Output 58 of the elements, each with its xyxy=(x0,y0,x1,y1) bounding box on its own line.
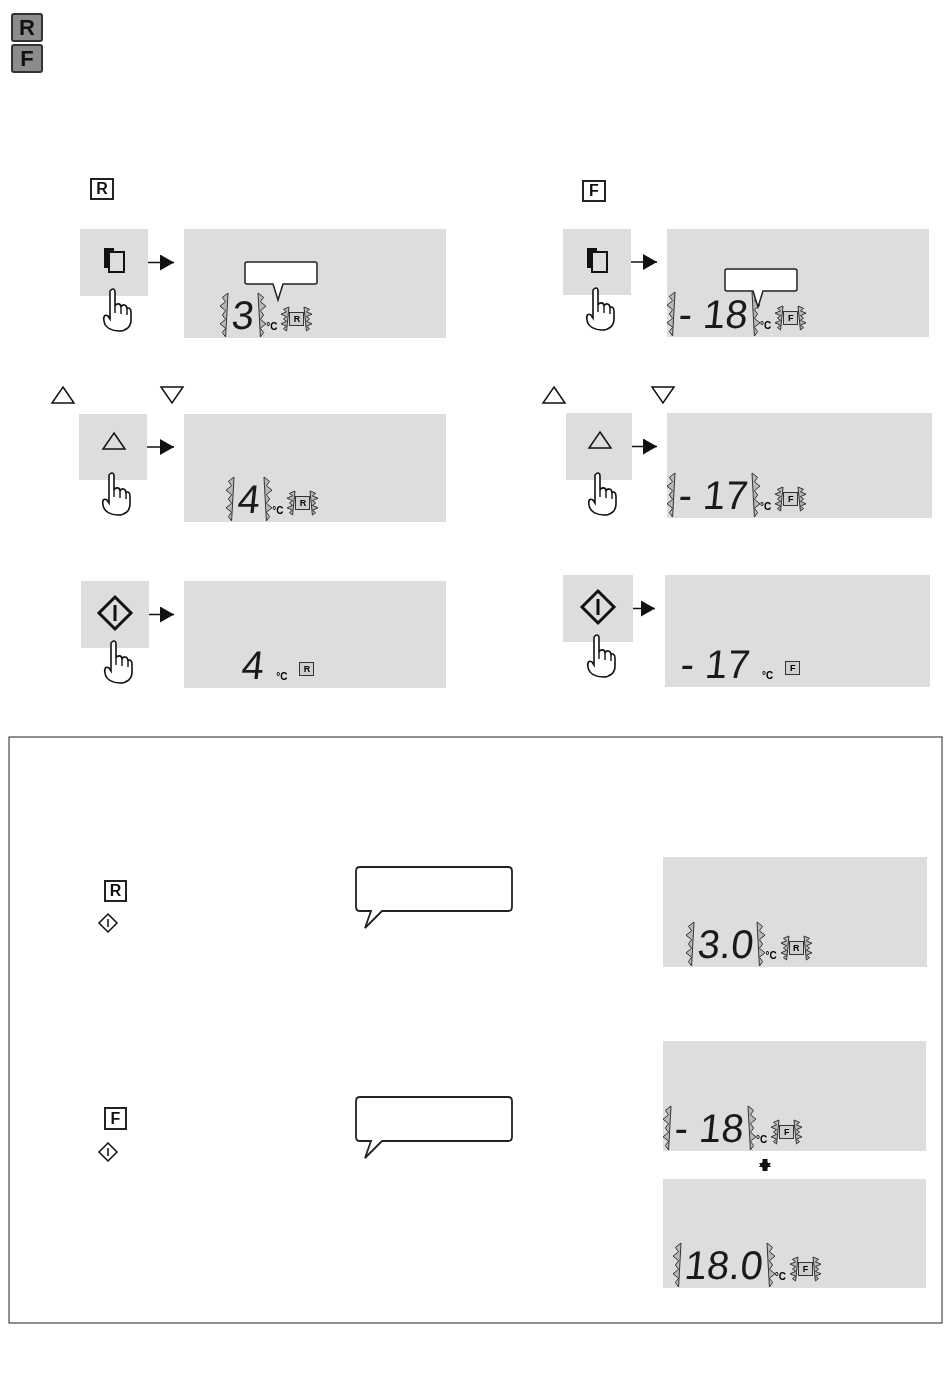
temperature-digits: - 17 xyxy=(675,478,752,512)
zone-key-badge: F xyxy=(785,661,801,675)
zone-key-badge: F xyxy=(783,311,799,325)
zone-key-badge: R xyxy=(295,496,311,510)
zone-key-badge: R xyxy=(90,178,114,200)
unit-label: °C xyxy=(765,951,777,961)
temperature-digits: 3.0 xyxy=(694,927,757,961)
lcd-display xyxy=(663,1179,926,1288)
lcd-display xyxy=(667,229,929,337)
arrow xyxy=(631,438,658,455)
speech-bubble xyxy=(355,866,513,929)
arrow xyxy=(632,600,656,617)
temperature-digits: 18.0 xyxy=(681,1248,767,1282)
zone-key-badge: F xyxy=(582,180,606,202)
lcd-display xyxy=(184,581,446,688)
lcd-display xyxy=(667,413,932,518)
unit-label: °C xyxy=(266,322,278,332)
button-panel xyxy=(563,229,631,295)
zone-key-badge: R xyxy=(788,941,804,955)
unit-label: °C xyxy=(276,672,288,682)
unit-label: °C xyxy=(759,321,772,331)
lcd-display xyxy=(184,414,446,522)
zone-key-badge: R xyxy=(289,312,305,326)
temperature-digits: 4 xyxy=(234,482,264,516)
button-panel xyxy=(79,414,147,480)
speech-bubble xyxy=(244,261,318,302)
unit-label: °C xyxy=(272,506,284,516)
lcd-display xyxy=(663,1041,926,1151)
unit-label: °C xyxy=(759,502,772,512)
button-panel xyxy=(563,575,633,642)
unit-label: °C xyxy=(761,671,774,681)
speech-bubble xyxy=(355,1096,513,1159)
button-panel xyxy=(80,229,148,296)
unit-label: °C xyxy=(774,1272,787,1282)
lcd-display xyxy=(665,575,930,687)
zone-key-badge: F xyxy=(798,1262,814,1276)
temperature-digits: - 17 xyxy=(677,647,754,681)
zone-key-badge: F xyxy=(104,1107,127,1130)
temperature-digits: - 18 xyxy=(671,1111,748,1145)
zone-key-badge: R xyxy=(104,880,127,902)
button-panel xyxy=(81,581,149,648)
arrow xyxy=(146,439,175,455)
arrow xyxy=(147,254,175,271)
temperature-digits: - 18 xyxy=(675,297,752,331)
zone-key-badge: R xyxy=(299,662,315,676)
zone-key-badge: F xyxy=(779,1125,795,1139)
unit-label: °C xyxy=(755,1135,768,1145)
arrow xyxy=(630,254,658,270)
zone-key-badge: F xyxy=(783,492,799,506)
lcd-display xyxy=(663,857,927,967)
temperature-digits: 3 xyxy=(228,298,258,332)
button-panel xyxy=(566,413,632,480)
arrow xyxy=(148,606,175,623)
temperature-digits: 4 xyxy=(238,648,268,682)
lcd-display xyxy=(184,229,446,338)
zone-key-badge: R xyxy=(11,13,43,42)
zone-key-badge: F xyxy=(11,44,43,73)
arrow xyxy=(759,1159,771,1171)
